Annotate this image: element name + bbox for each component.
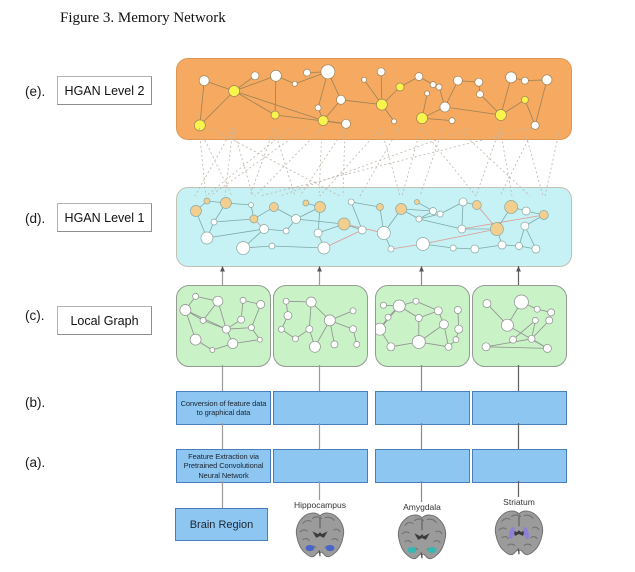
brain-image-striatum <box>490 509 548 559</box>
row-tag-e: (e). <box>25 84 46 99</box>
conversion-box-3 <box>375 391 470 425</box>
brain-label-hippocampus: Hippocampus <box>294 500 346 510</box>
local-graph-panel-1 <box>176 285 271 367</box>
feature-extraction-box-1: Feature Extraction via Pretrained Convol… <box>176 449 271 483</box>
brain-label-amygdala: Amygdala <box>403 502 441 512</box>
row-tag-c: (c). <box>25 308 45 323</box>
brain-region-box: Brain Region <box>175 508 268 541</box>
hgan-level-1-panel <box>176 187 572 267</box>
local-graph-panel-4 <box>472 285 567 367</box>
row-tag-d: (d). <box>25 211 46 226</box>
feature-extraction-box-3 <box>375 449 470 483</box>
conversion-box-1: Conversion of feature data to graphical … <box>176 391 271 425</box>
label-hgan-level-1: HGAN Level 1 <box>57 203 152 232</box>
row-tag-b: (b). <box>25 395 46 410</box>
hgan-level-2-panel <box>176 58 572 140</box>
brain-image-amygdala <box>393 513 451 563</box>
conversion-box-2 <box>273 391 368 425</box>
figure-title: Figure 3. Memory Network <box>60 10 226 26</box>
feature-extraction-box-2 <box>273 449 368 483</box>
local-graph-panel-3 <box>373 285 470 367</box>
feature-extraction-box-4 <box>472 449 567 483</box>
row-tag-a: (a). <box>25 455 46 470</box>
brain-image-hippocampus <box>291 511 349 561</box>
brain-label-striatum: Striatum <box>503 497 535 507</box>
label-local-graph: Local Graph <box>57 306 152 335</box>
conversion-box-4 <box>472 391 567 425</box>
local-graph-panel-2 <box>273 285 368 367</box>
label-hgan-level-2: HGAN Level 2 <box>57 76 152 105</box>
